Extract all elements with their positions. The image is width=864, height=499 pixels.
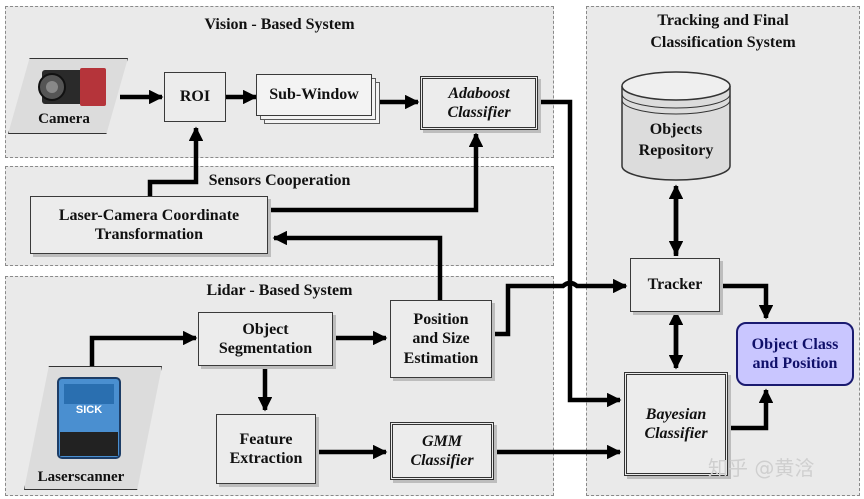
laser-camera-line2: Transformation	[94, 226, 204, 243]
objects-repository-label: Objects Repository	[622, 120, 730, 162]
adaboost-line2: Classifier	[447, 104, 511, 121]
pos-size-line3: Estimation	[403, 349, 479, 367]
roi-box: ROI	[164, 72, 226, 122]
pos-size-line2: and Size	[412, 330, 470, 348]
sensors-region-title: Sensors Cooperation	[208, 172, 351, 189]
gmm-classifier-box: GMM Classifier	[390, 422, 494, 480]
bayesian-line2: Classifier	[644, 425, 708, 442]
tracking-region-title: Tracking and Final Classification System	[586, 10, 860, 53]
laserscanner-label: Laserscanner	[37, 469, 125, 485]
arrow-laserscanner-objseg	[89, 330, 198, 366]
arrow-bayesian-result	[728, 388, 774, 431]
lidar-region-title: Lidar - Based System	[206, 282, 353, 299]
feature-line2: Extraction	[229, 450, 303, 467]
object-seg-line1: Object	[242, 320, 289, 338]
arrow-adaboost-bayesian	[538, 99, 622, 408]
watermark-text: 知乎 @黄浛	[708, 456, 815, 480]
sub-window-label: Sub-Window	[269, 86, 359, 104]
objects-repo-line1: Objects	[649, 121, 703, 138]
vision-region-title: Vision - Based System	[204, 16, 355, 33]
pos-size-line1: Position	[413, 311, 469, 329]
arrow-lasercam-adaboost	[268, 132, 484, 213]
tracker-box: Tracker	[630, 258, 720, 312]
camera-label: Camera	[38, 111, 90, 127]
feature-line1: Feature	[239, 430, 293, 448]
tracker-label: Tracker	[647, 276, 703, 294]
arrow-posize-tracker	[492, 278, 628, 337]
adaboost-line1: Adaboost	[448, 84, 510, 102]
gmm-line1: GMM	[421, 432, 462, 450]
tracking-title-line2: Classification System	[650, 33, 796, 51]
arrow-tracker-result	[720, 283, 774, 320]
roi-label: ROI	[179, 88, 211, 106]
arrow-lasercam-roi	[147, 126, 204, 196]
object-class-position-box: Object Class and Position	[736, 322, 854, 386]
gmm-line2: Classifier	[410, 452, 474, 469]
tracking-title-line1: Tracking and Final	[657, 12, 789, 29]
laser-camera-line1: Laser-Camera Coordinate	[58, 206, 240, 224]
laserscanner-brand: SICK	[75, 404, 103, 416]
object-seg-line2: Segmentation	[218, 340, 313, 357]
result-line2: and Position	[752, 355, 838, 372]
arrow-posize-lasercam	[272, 230, 443, 300]
result-line1: Object Class	[751, 335, 839, 353]
objects-repo-line2: Repository	[638, 141, 714, 159]
sub-window-box: Sub-Window	[256, 74, 372, 116]
bayesian-line1: Bayesian	[645, 405, 707, 423]
